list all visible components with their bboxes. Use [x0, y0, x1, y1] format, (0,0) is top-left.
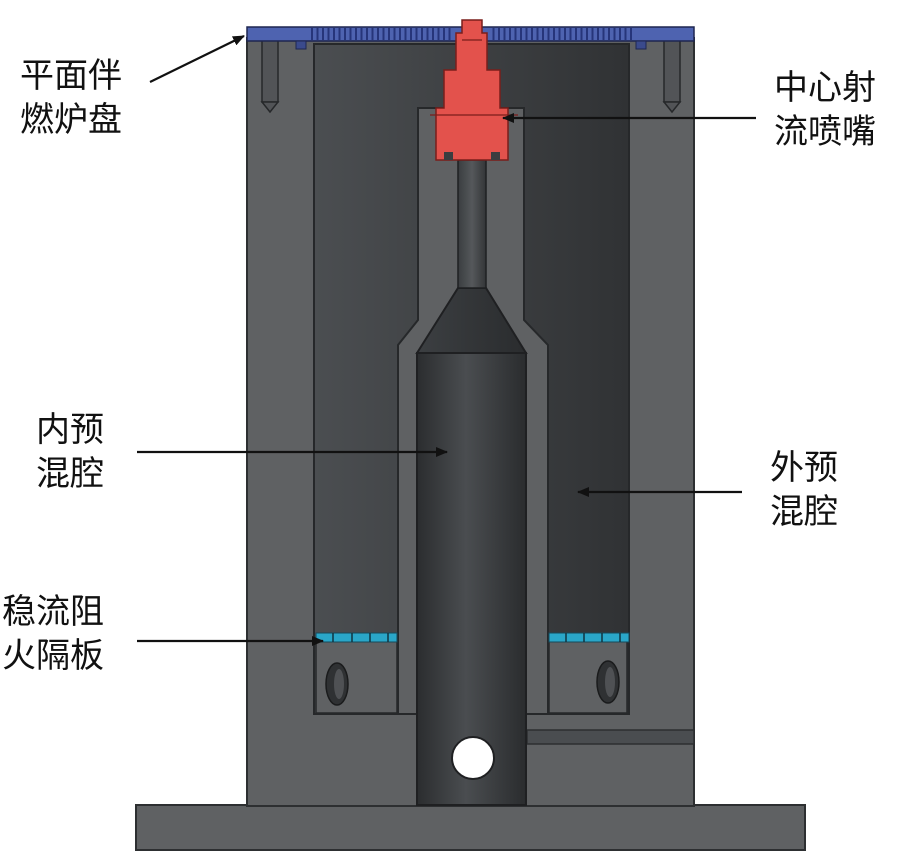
arrestor-plate-left [315, 632, 398, 643]
base-flange [135, 804, 806, 851]
side-channel [526, 729, 695, 745]
label-burner-plate: 平面伴 燃炉盘 [20, 56, 122, 140]
label-center-nozzle: 中心射 流喷嘴 [774, 68, 876, 152]
label-outer-premix: 外预 混腔 [770, 448, 838, 532]
inner-outlet-hole [451, 736, 495, 780]
feed-tube [457, 159, 487, 289]
center-nozzle [435, 19, 509, 161]
label-inner-premix: 内预 混腔 [36, 410, 104, 494]
inner-premix-cylinder [416, 352, 527, 806]
right-slot [596, 660, 620, 704]
arrestor-plate-right [548, 632, 630, 643]
arrow-burner-plate [149, 35, 245, 83]
label-flame-arrestor: 稳流阻 火隔板 [2, 592, 104, 676]
leader-arrows [137, 35, 756, 646]
left-bolt [260, 39, 280, 114]
left-slot [325, 662, 349, 706]
right-bolt [662, 39, 682, 114]
